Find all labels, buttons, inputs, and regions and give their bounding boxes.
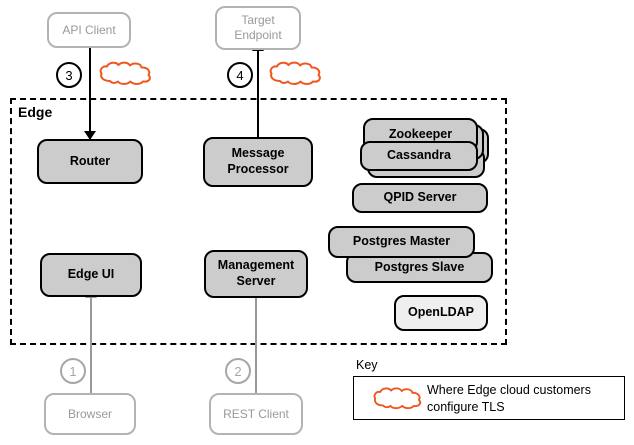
- step-badge-2-number: 2: [234, 363, 242, 379]
- node-target-endpoint-line-2: Endpoint: [234, 28, 282, 42]
- step-badge-4-number: 4: [236, 67, 244, 83]
- node-target-endpoint[interactable]: Target Endpoint: [215, 6, 301, 50]
- node-management-server[interactable]: Management Server: [204, 250, 308, 298]
- node-target-endpoint-line-1: Target: [241, 13, 275, 27]
- node-qpid-server-label: QPID Server: [383, 190, 457, 205]
- step-badge-1-number: 1: [69, 363, 77, 379]
- node-router-line-1: Router: [69, 153, 111, 168]
- node-api-client-line-1: API Client: [62, 22, 116, 37]
- node-edge-ui-line-1: Edge UI: [67, 267, 115, 282]
- cloud-icon: [269, 61, 321, 85]
- step-badge-3-number: 3: [65, 67, 73, 83]
- step-badge-1: 1: [60, 358, 86, 384]
- node-openldap[interactable]: OpenLDAP: [394, 295, 488, 331]
- node-cassandra[interactable]: Cassandra: [360, 141, 478, 171]
- key-entry-text: Where Edge cloud customers configure TLS: [427, 382, 622, 416]
- node-api-client[interactable]: API Client: [47, 12, 131, 48]
- tls-cloud-icon-step-3: [98, 59, 154, 92]
- step-badge-4: 4: [227, 62, 253, 88]
- node-message-processor-line-2: Processor: [227, 162, 289, 176]
- key-entry-line-1: Where Edge cloud customers: [427, 383, 591, 397]
- step-badge-3: 3: [56, 62, 82, 88]
- node-message-processor[interactable]: Message Processor: [203, 137, 313, 187]
- node-message-processor-line-1: Message: [231, 146, 285, 161]
- node-zookeeper-label: Zookeeper: [388, 127, 453, 142]
- node-postgres-master-label: Postgres Master: [352, 234, 451, 249]
- node-cassandra-label: Cassandra: [387, 148, 451, 163]
- node-postgres-master[interactable]: Postgres Master: [328, 226, 475, 258]
- node-browser[interactable]: Browser: [44, 393, 136, 435]
- node-edge-ui[interactable]: Edge UI: [40, 253, 142, 297]
- cloud-icon: [99, 61, 151, 85]
- node-qpid-server[interactable]: QPID Server: [352, 183, 488, 213]
- key-entry-line-2: configure TLS: [427, 399, 505, 414]
- cloud-icon: [373, 387, 422, 410]
- node-router[interactable]: Router: [37, 139, 143, 184]
- node-rest-client-line-1: REST Client: [223, 406, 289, 421]
- key-title: Key: [356, 358, 378, 372]
- node-openldap-label: OpenLDAP: [408, 305, 474, 320]
- step-badge-2: 2: [225, 358, 251, 384]
- tls-cloud-icon-step-4: [268, 59, 324, 92]
- node-browser-line-1: Browser: [67, 406, 112, 421]
- node-postgres-slave-label: Postgres Slave: [374, 259, 465, 274]
- node-management-server-line-2: Server: [236, 274, 276, 288]
- node-rest-client[interactable]: REST Client: [209, 393, 303, 435]
- edge-container-label: Edge: [18, 104, 53, 120]
- key-cloud-icon: [372, 385, 424, 416]
- node-management-server-line-1: Management: [217, 258, 295, 273]
